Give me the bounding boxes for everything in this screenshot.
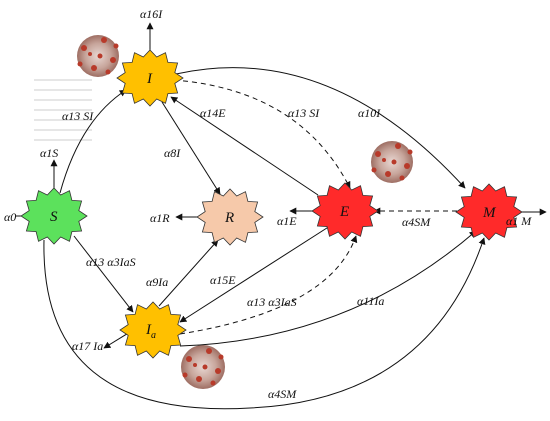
edge-a17ia-out: [103, 331, 131, 349]
edge-s-to-m: [43, 237, 486, 410]
edge-i-to-e-dashed: [173, 79, 351, 189]
edge-s-to-ia: [73, 235, 134, 313]
label-a13si-i-e: α13 SI: [288, 106, 320, 120]
label-a11ia: α11Ia: [357, 294, 384, 308]
edge-e-to-ia: [179, 225, 331, 323]
label-a0: α0: [4, 210, 16, 224]
label-a1r: α1R: [150, 211, 170, 225]
label-a9ia: α9Ia: [146, 275, 168, 289]
node-r-label: R: [224, 210, 234, 226]
edge-i-to-m: [175, 67, 466, 189]
label-a4sm-s-m: α4SM: [268, 387, 297, 401]
label-a13si-s-i: α13 SI: [62, 109, 94, 123]
label-a1m: α1 M: [506, 214, 532, 228]
label-a1e: α1E: [277, 214, 297, 228]
node-i-label: I: [146, 71, 153, 87]
edge-ia-to-e-dashed: [179, 235, 358, 335]
label-a15e: α15E: [210, 273, 236, 287]
node-m-label: M: [482, 205, 497, 221]
faint-background-text: [34, 79, 92, 141]
edge-s-to-i: [59, 89, 127, 194]
label-a16i: α16I: [140, 7, 163, 21]
label-a10i: α10I: [358, 106, 381, 120]
label-a8i: α8I: [164, 146, 181, 160]
virus-icon: [371, 141, 413, 183]
label-a4sm-m-e: α4SM: [402, 215, 431, 229]
edge-ia-to-r: [158, 239, 219, 307]
node-m: [455, 183, 523, 241]
label-a13a3ias-ia-e: α13 α3IaS: [247, 295, 297, 309]
node-r: [196, 188, 264, 246]
label-a14e: α14E: [200, 106, 226, 120]
virus-icon: [77, 35, 119, 77]
edge-i-to-r: [161, 101, 221, 195]
label-a13a3ias-s-ia: α13 α3IaS: [86, 255, 136, 269]
node-i: [116, 49, 184, 107]
node-s: [20, 187, 88, 245]
edge-e-to-i: [170, 96, 319, 196]
label-a1s: α1S: [40, 146, 58, 160]
node-e-label: E: [339, 204, 349, 220]
node-e: [311, 182, 379, 240]
node-s-label: S: [50, 209, 58, 225]
edge-ia-to-m: [179, 230, 477, 347]
node-ia: [119, 301, 187, 359]
label-a17ia: α17 Ia: [72, 339, 103, 353]
virus-icon: [181, 345, 225, 389]
node-ia-label: Ia: [145, 322, 156, 341]
